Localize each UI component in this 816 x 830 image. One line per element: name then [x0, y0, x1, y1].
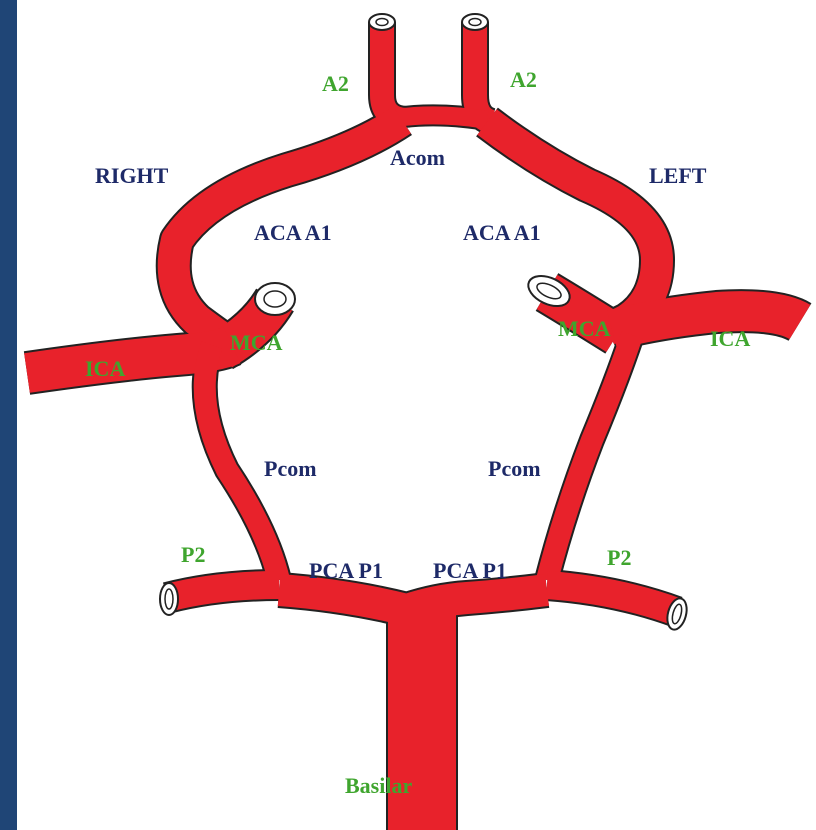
diagram-canvas: .v { fill: none; stroke-linecap: butt; s… [17, 0, 816, 830]
label-aca-a1-right: ACA A1 [254, 222, 332, 244]
label-pca-p1-right: PCA P1 [309, 560, 383, 582]
circle-of-willis-diagram: .v { fill: none; stroke-linecap: butt; s… [17, 0, 816, 830]
label-mca-right: MCA [230, 332, 283, 354]
label-mca-left: MCA [558, 318, 611, 340]
label-aca-a1-left: ACA A1 [463, 222, 541, 244]
label-p2-right: P2 [181, 544, 205, 566]
label-ica-right: ICA [85, 358, 125, 380]
label-a2-right: A2 [322, 73, 349, 95]
label-p2-left: P2 [607, 547, 631, 569]
label-basilar: Basilar [345, 775, 412, 797]
label-pcom-left: Pcom [488, 458, 541, 480]
label-pcom-right: Pcom [264, 458, 317, 480]
label-left: LEFT [649, 165, 706, 187]
label-acom: Acom [390, 147, 445, 169]
label-ica-left: ICA [710, 328, 750, 350]
label-pca-p1-left: PCA P1 [433, 560, 507, 582]
label-a2-left: A2 [510, 69, 537, 91]
label-right: RIGHT [95, 165, 168, 187]
vessel-fill [27, 22, 800, 830]
